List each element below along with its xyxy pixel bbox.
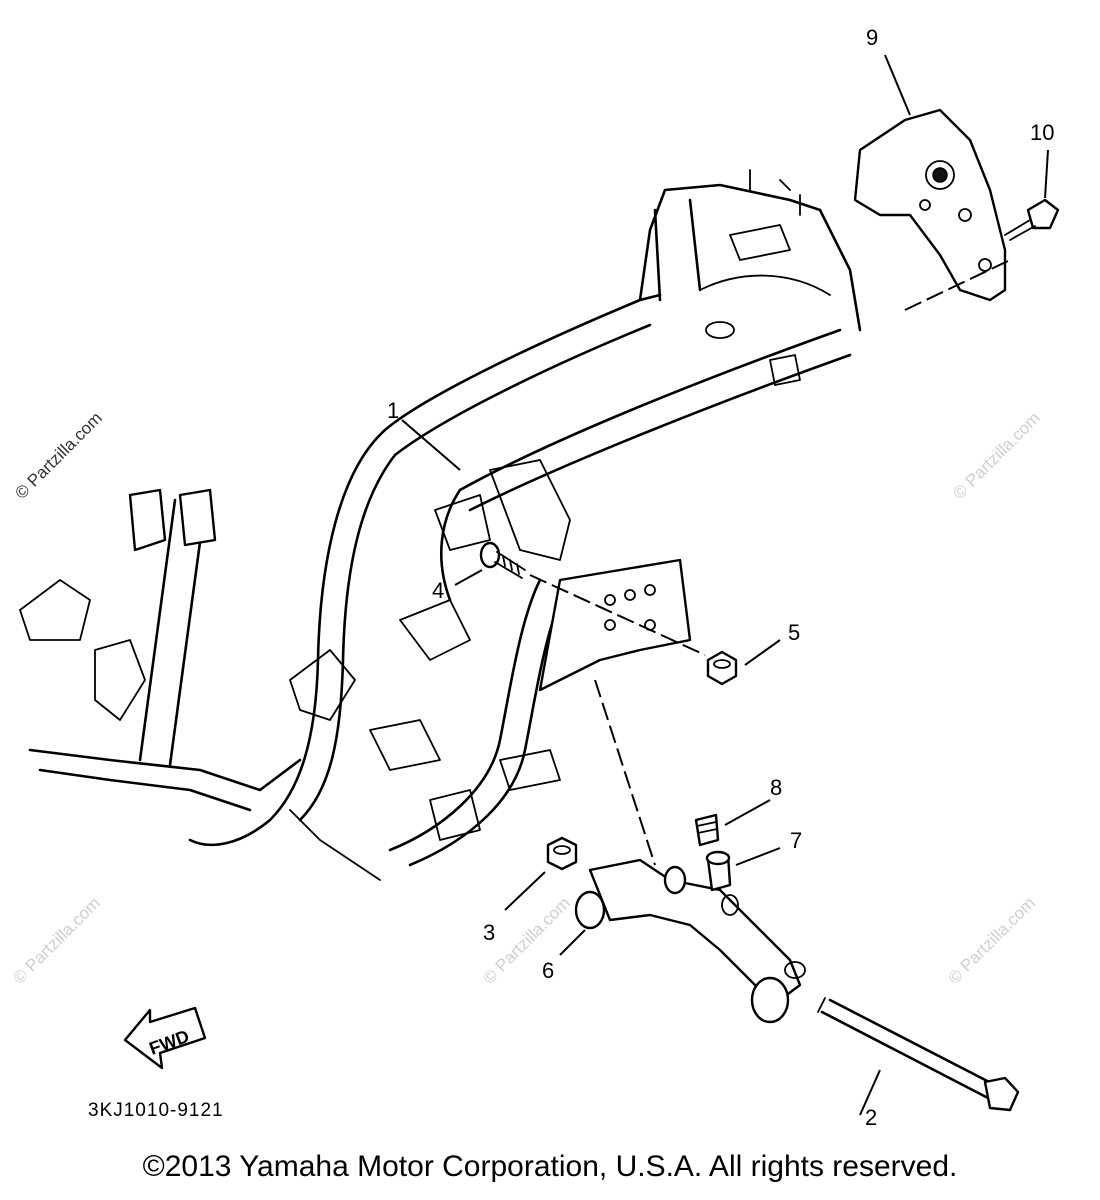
- collar-7: [705, 850, 732, 892]
- damper-8: [694, 813, 720, 847]
- watermark: © Partzilla.com: [949, 408, 1043, 502]
- callout-8: 8: [770, 775, 782, 800]
- watermark-left: © Partzilla.com: [11, 408, 105, 502]
- copyright-notice: ©2013 Yamaha Motor Corporation, U.S.A. A…: [142, 1150, 958, 1183]
- bolt-10: [1004, 198, 1060, 241]
- callout-5: 5: [788, 620, 800, 645]
- callout-4: 4: [432, 578, 444, 603]
- forward-arrow-icon: FWD: [123, 1006, 207, 1070]
- rear-bracket-plate: [853, 108, 1007, 302]
- watermarks: © Partzilla.com © Partzilla.com © Partzi…: [9, 408, 1043, 987]
- callout-2: 2: [865, 1105, 877, 1130]
- watermark: © Partzilla.com: [9, 893, 103, 987]
- callout-6: 6: [542, 958, 554, 983]
- watermark: © Partzilla.com: [944, 893, 1038, 987]
- main-frame: [19, 169, 862, 881]
- callout-leaders: [401, 54, 1049, 1116]
- engine-hanger-link: [574, 858, 806, 1024]
- bolt-4: [479, 541, 526, 579]
- alignment-lines: [529, 259, 1011, 866]
- long-bolt-2: [817, 997, 1020, 1112]
- callout-10: 10: [1030, 120, 1054, 145]
- nut-3: [546, 836, 578, 871]
- nut-5: [706, 650, 738, 686]
- callout-9: 9: [866, 25, 878, 50]
- callout-1: 1: [387, 398, 399, 423]
- callouts: 1 2 3 4 5 6 7 8 9 10: [387, 25, 1054, 1130]
- callout-7: 7: [790, 828, 802, 853]
- drawing-code: 3KJ1010-9121: [88, 1100, 224, 1121]
- callout-3: 3: [483, 920, 495, 945]
